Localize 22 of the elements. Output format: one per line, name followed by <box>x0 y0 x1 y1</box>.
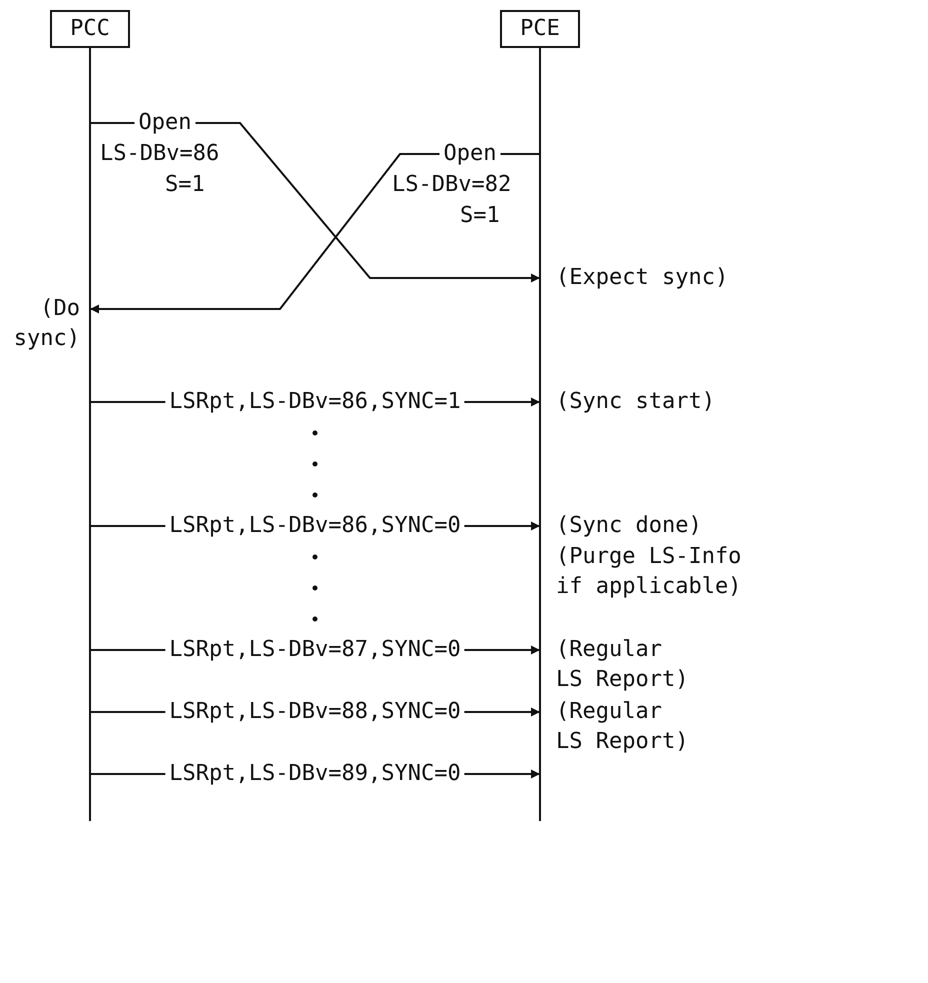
note-text: (Expect sync) <box>556 264 730 292</box>
parameter-label: S=1 <box>165 171 206 199</box>
parameter-label: LS-DBv=82 <box>392 171 512 199</box>
edge-label: LSRpt,LS-DBv=88,SYNC=0 <box>165 699 465 725</box>
note-text: (Sync done) <box>556 512 703 540</box>
participant-box: PCE <box>500 10 580 48</box>
edge-label: LSRpt,LS-DBv=86,SYNC=1 <box>165 389 465 415</box>
edge-label: LSRpt,LS-DBv=87,SYNC=0 <box>165 637 465 663</box>
edge-label: LSRpt,LS-DBv=89,SYNC=0 <box>165 761 465 787</box>
parameter-label: S=1 <box>460 202 501 230</box>
message-arrow <box>90 122 540 282</box>
edge-label: Open <box>134 110 196 136</box>
edge-label: Open <box>440 141 500 167</box>
note-text: (Regular LS Report) <box>556 636 690 694</box>
note-text: (Do sync) <box>12 295 80 353</box>
participant-box: PCC <box>50 10 130 48</box>
note-text: (Regular LS Report) <box>556 698 690 756</box>
note-text: (Sync start) <box>556 388 716 416</box>
message-arrow <box>90 153 540 314</box>
parameter-label: LS-DBv=86 <box>100 140 220 168</box>
note-text: (Purge LS-Info if applicable) <box>556 543 742 601</box>
edge-label: LSRpt,LS-DBv=86,SYNC=0 <box>165 513 465 539</box>
